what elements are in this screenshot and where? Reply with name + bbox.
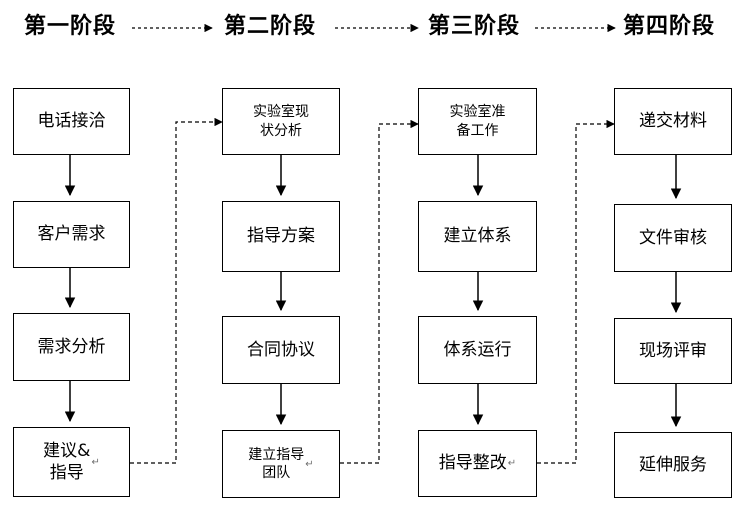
step-build-guidance-team: 建立指导 团队↵ bbox=[222, 430, 340, 498]
paragraph-mark-icon: ↵ bbox=[507, 458, 517, 469]
connector-col3-col4 bbox=[537, 119, 615, 464]
step-extended-service: 延伸服务 bbox=[614, 432, 732, 498]
paragraph-mark-icon: ↵ bbox=[91, 456, 100, 468]
step-submit-materials: 递交材料 bbox=[614, 88, 732, 155]
step-phone-contact: 电话接洽 bbox=[13, 88, 130, 155]
step-advice-guidance: 建议& 指导↵ bbox=[13, 427, 130, 497]
paragraph-mark-icon: ↵ bbox=[305, 458, 314, 470]
stage-title-2: 第二阶段 bbox=[224, 14, 317, 39]
step-build-system: 建立体系 bbox=[418, 201, 537, 272]
step-customer-needs: 客户需求 bbox=[13, 201, 130, 268]
column-connectors bbox=[130, 117, 615, 464]
step-document-review: 文件审核 bbox=[614, 204, 732, 272]
stage-title-4: 第四阶段 bbox=[623, 14, 716, 39]
step-contract-agreement: 合同协议 bbox=[222, 316, 340, 384]
step-guide-rectification: 指导整改↵ bbox=[418, 430, 537, 497]
step-onsite-assessment: 现场评审 bbox=[614, 318, 732, 384]
stage-title-1: 第一阶段 bbox=[24, 14, 117, 39]
vertical-arrows bbox=[64, 155, 682, 428]
step-lab-status-analysis: 实验室现 状分析 bbox=[222, 88, 340, 155]
connector-col1-col2 bbox=[130, 117, 223, 464]
stage-title-3: 第三阶段 bbox=[428, 14, 521, 39]
step-system-operation: 体系运行 bbox=[418, 316, 537, 384]
step-lab-preparation: 实验室准 备工作 bbox=[418, 88, 537, 155]
connector-col2-col3 bbox=[340, 119, 419, 464]
step-guidance-plan: 指导方案 bbox=[222, 201, 340, 272]
step-needs-analysis: 需求分析 bbox=[13, 313, 130, 381]
